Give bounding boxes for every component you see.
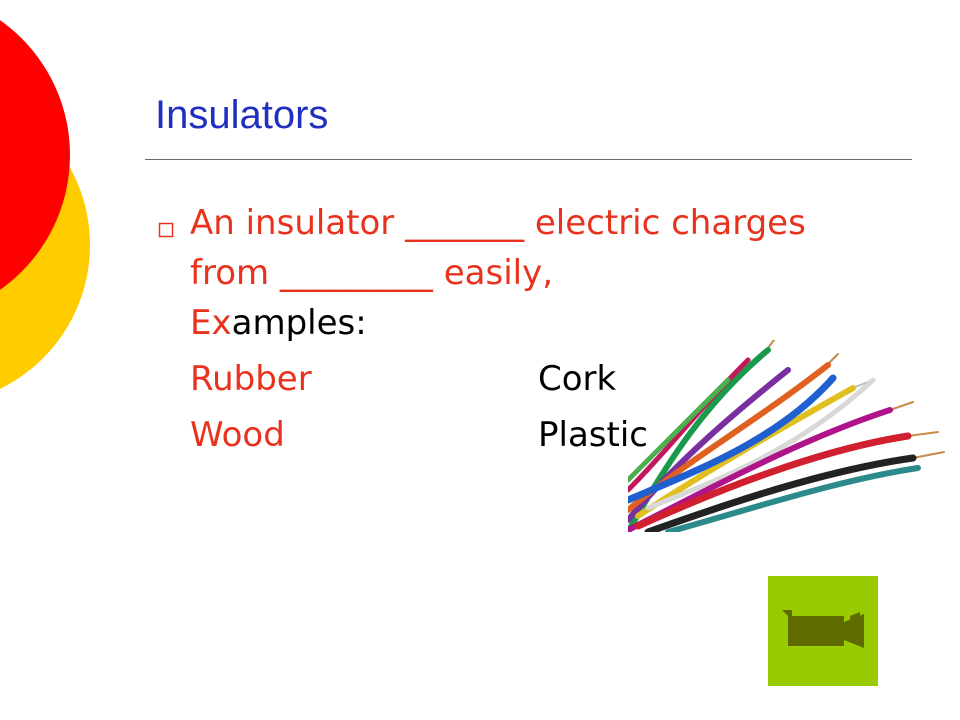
wires-image xyxy=(624,339,948,536)
movie-camera-icon xyxy=(782,610,864,648)
examples-label-highlight: Ex xyxy=(190,303,232,343)
examples-label-rest: amples: xyxy=(231,303,367,343)
movie-action-button[interactable] xyxy=(768,576,878,686)
example-cork: Cork xyxy=(538,359,617,399)
example-plastic: Plastic xyxy=(538,415,648,455)
bullet-text: An insulator _______ electric charges fr… xyxy=(190,203,806,293)
bullet-square-icon xyxy=(158,222,174,238)
decorative-circles xyxy=(0,0,120,400)
example-rubber: Rubber xyxy=(190,359,312,399)
page-title: Insulators xyxy=(155,93,329,137)
example-wood: Wood xyxy=(190,415,285,455)
title-divider xyxy=(145,159,912,160)
examples-label: Examples: xyxy=(190,298,367,348)
